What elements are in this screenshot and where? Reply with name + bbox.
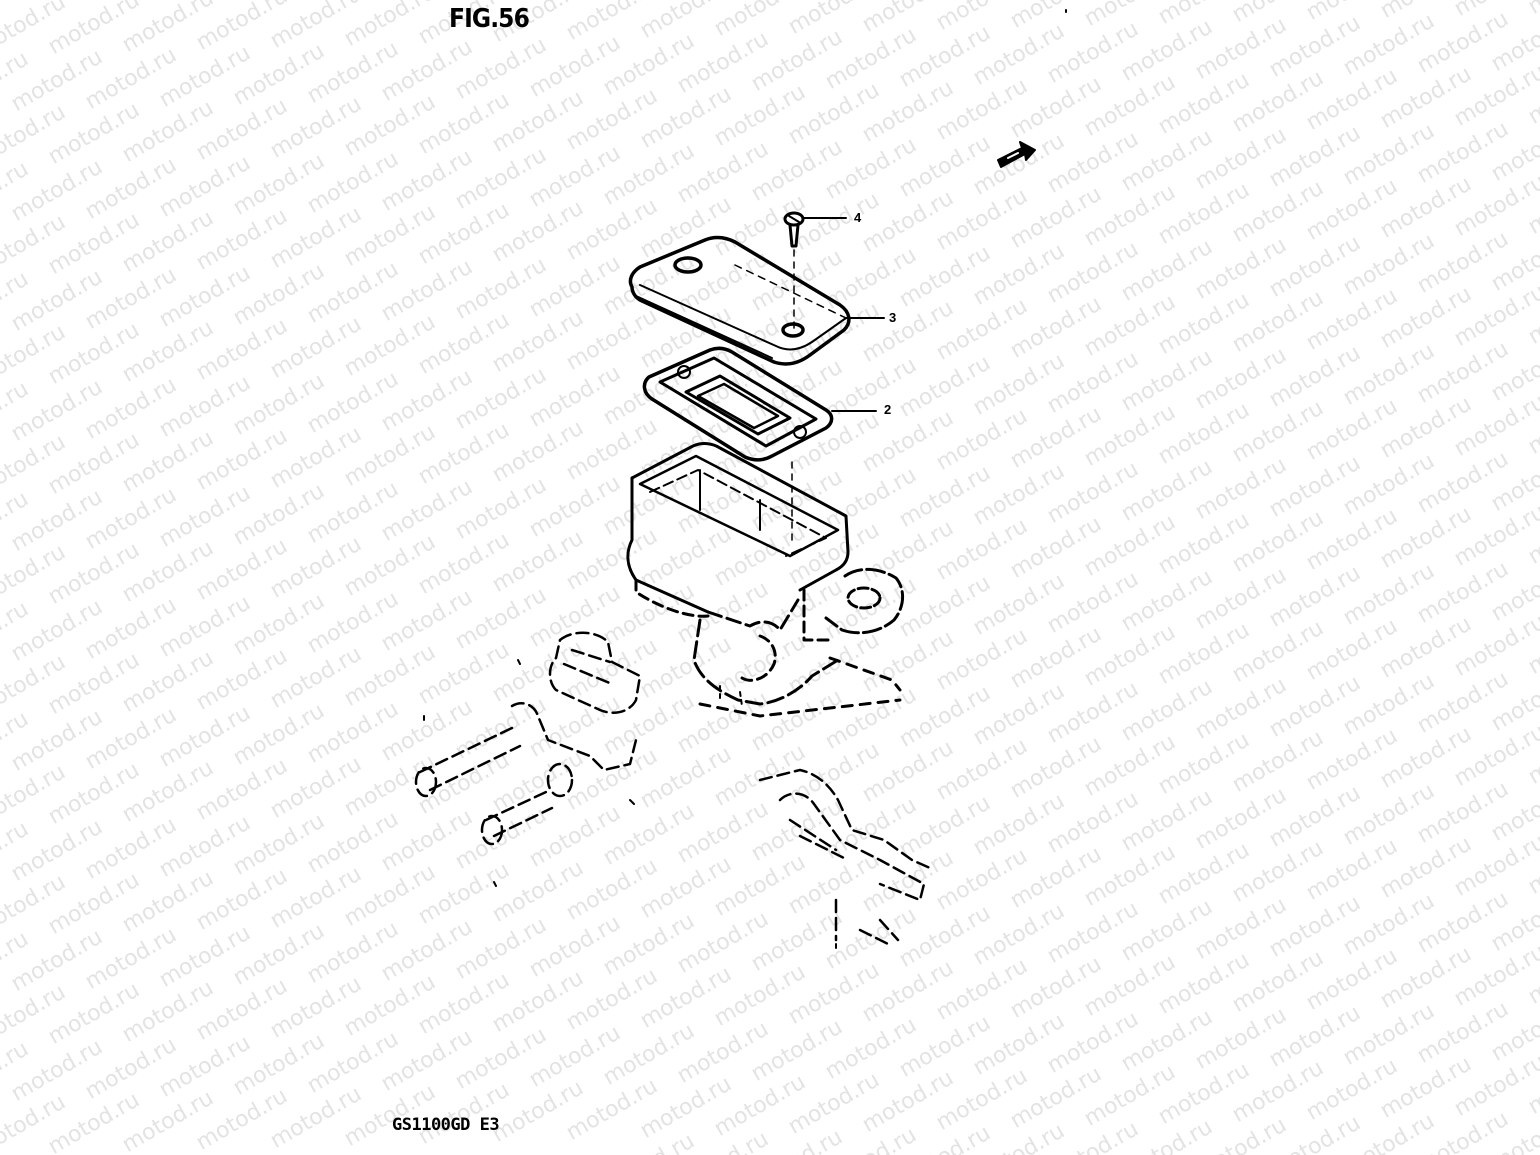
ghost-detail-marks <box>423 9 1067 949</box>
cap-edge-dash <box>734 264 847 319</box>
diaphragm-icon <box>642 346 834 462</box>
cap-screw-icon <box>783 211 805 248</box>
figure-title: FIG.56 <box>449 4 530 34</box>
callout-label-4: 4 <box>854 210 862 225</box>
callout-label-2: 2 <box>884 402 892 417</box>
reservoir-cap-icon <box>628 235 851 366</box>
front-arrow-icon <box>997 141 1036 168</box>
callout-label-3: 3 <box>889 310 897 325</box>
model-code: GS1100GD E3 <box>392 1115 500 1135</box>
master-cylinder-body <box>626 442 904 718</box>
piston-assembly-ghost <box>414 631 932 948</box>
